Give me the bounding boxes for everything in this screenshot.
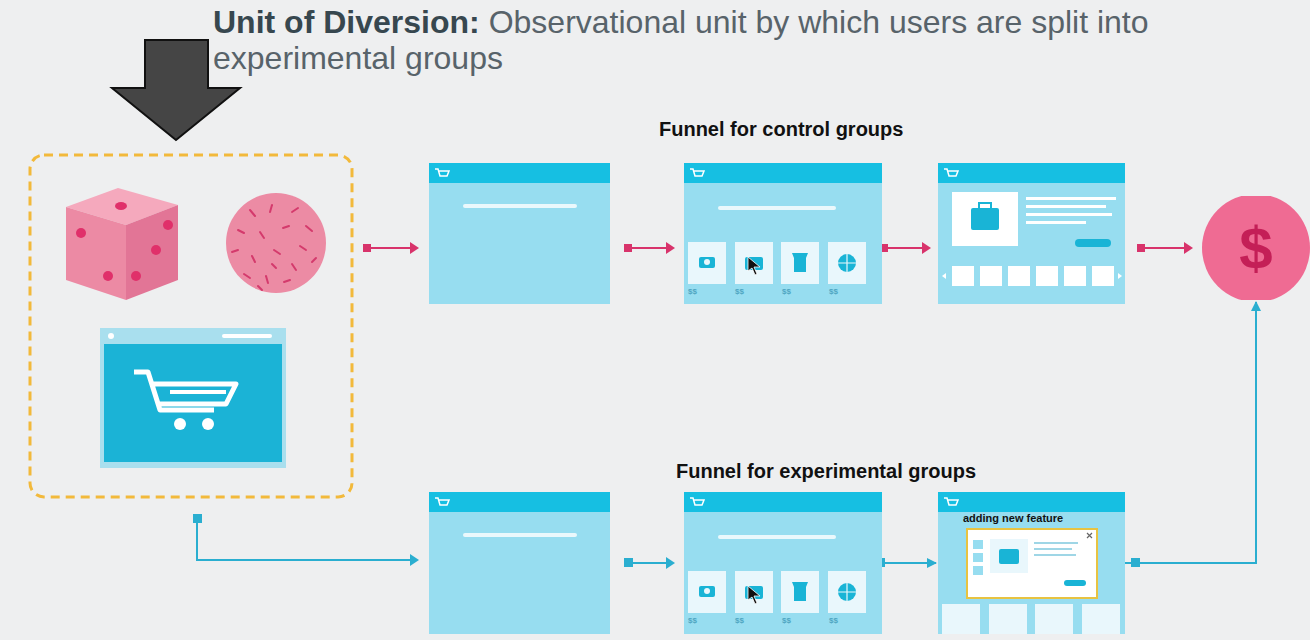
goal-circle: $ [1201,196,1310,300]
price-tag: $$ [829,616,876,626]
price-tag: $$ [688,287,735,297]
page-screen [429,492,610,634]
dollar-sign: $ [1201,196,1310,300]
die-icon [66,188,178,300]
heading: Unit of Diversion:Observational unit by … [213,4,1173,76]
page-screen: adding new feature [938,492,1125,634]
price-tag: $$ [735,287,782,297]
shape-outline [684,492,882,634]
funnel-label: Funnel for experimental groups [676,460,976,483]
funnel-label: Funnel for control groups [659,118,903,141]
price-row: $$$$$$$$ [688,287,876,297]
page-screen: $$$$$$$$ [684,163,882,304]
dashed-region [30,155,352,497]
price-tag: $$ [688,616,735,626]
product-page [938,163,1125,304]
price-row: $$$$$$$$ [688,616,876,626]
price-tag: $$ [782,287,829,297]
price-tag: $$ [829,287,876,297]
price-tag: $$ [782,616,829,626]
funnel-connector [882,562,936,564]
page-screen [429,163,610,304]
browser-cart-icon [100,328,286,468]
shape-outline [684,163,882,304]
cookie-icon [226,193,326,293]
title: Unit of Diversion: [213,4,480,40]
page-screen: $$$$$$$$ [684,492,882,634]
feature-label: adding new feature [963,512,1063,524]
price-tag: $$ [735,616,782,626]
funnel-connector [1125,302,1256,563]
